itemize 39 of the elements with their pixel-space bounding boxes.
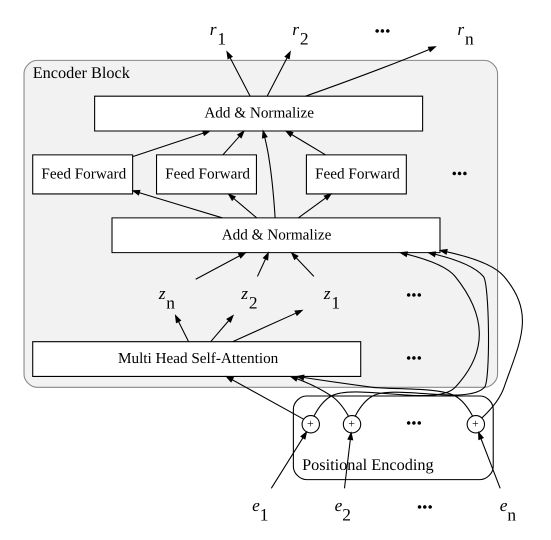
arrow bbox=[222, 130, 244, 156]
node-box: Feed Forward bbox=[305, 154, 406, 195]
arrow bbox=[284, 130, 326, 156]
arrow bbox=[232, 310, 303, 342]
arrow bbox=[313, 251, 480, 416]
label: ••• bbox=[405, 415, 422, 432]
node-box: Add & Normalize bbox=[110, 217, 440, 254]
arrow bbox=[224, 376, 304, 420]
arrow bbox=[256, 251, 268, 277]
arrow bbox=[266, 50, 290, 96]
label: ••• bbox=[416, 498, 432, 516]
label: ••• bbox=[374, 23, 390, 40]
arrow bbox=[261, 129, 276, 218]
arrow bbox=[226, 50, 250, 96]
arrow bbox=[174, 314, 189, 342]
node-circle: + bbox=[466, 415, 485, 434]
arrow bbox=[478, 431, 500, 488]
arrow bbox=[354, 251, 489, 416]
arrow bbox=[210, 314, 234, 342]
arrow bbox=[270, 430, 307, 489]
arrow bbox=[288, 376, 348, 416]
arrow bbox=[194, 252, 246, 280]
arrow bbox=[226, 193, 256, 218]
node-box: Multi Head Self-Attention bbox=[32, 341, 361, 377]
arrow bbox=[438, 248, 522, 418]
node-box: Add & Normalize bbox=[94, 96, 423, 132]
node-circle: + bbox=[301, 415, 320, 434]
arrow bbox=[132, 130, 211, 158]
label: ••• bbox=[405, 350, 422, 368]
arrow bbox=[130, 190, 222, 218]
label: ••• bbox=[451, 165, 468, 182]
node-box: Feed Forward bbox=[32, 154, 133, 195]
node-circle: + bbox=[342, 415, 361, 434]
arrow bbox=[298, 193, 332, 218]
arrow bbox=[304, 46, 436, 97]
label: ••• bbox=[405, 287, 422, 304]
arrow bbox=[294, 374, 473, 416]
node-box: Feed Forward bbox=[156, 154, 256, 195]
arrow bbox=[290, 252, 314, 277]
